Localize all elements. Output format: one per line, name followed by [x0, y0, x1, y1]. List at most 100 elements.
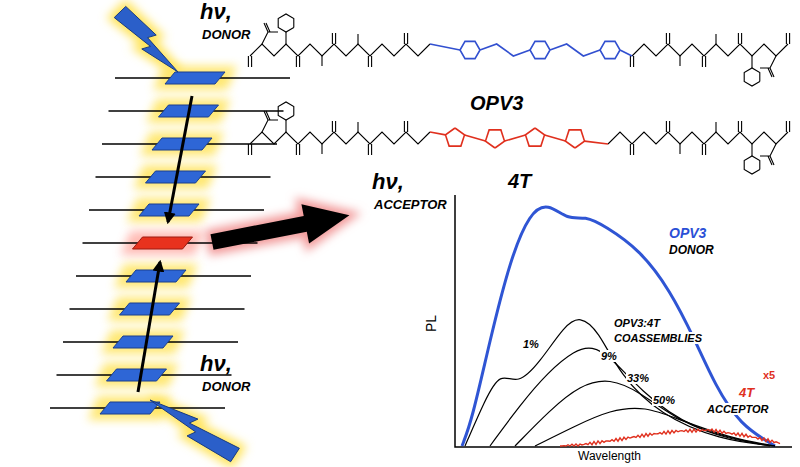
carboxyl-group	[262, 111, 278, 132]
compound-name: OPV3	[470, 92, 523, 114]
carbonyl-bond	[404, 121, 407, 132]
benzyl-bond	[751, 144, 752, 156]
phenyl-ring	[744, 68, 760, 86]
thiophene-ring	[445, 128, 464, 146]
acceptor-tile	[133, 237, 193, 249]
methyl-bond	[679, 56, 680, 66]
donor-tile	[165, 72, 225, 84]
pl-spectra	[462, 207, 780, 446]
compound-name: 4T	[508, 170, 531, 192]
axis-title: PL	[424, 315, 439, 332]
peptide-backbone	[250, 132, 430, 144]
carbonyl-bond	[248, 56, 251, 67]
carbonyl-bond	[630, 144, 633, 155]
donor-tile	[107, 369, 167, 381]
carbonyl-bond	[666, 33, 669, 44]
lightning-bolt	[114, 6, 178, 72]
lightning-bolt	[150, 400, 239, 462]
core-bond	[620, 50, 632, 56]
vinylene-bond	[550, 44, 600, 56]
thiophene-ring	[485, 130, 504, 148]
percent-label: 9%	[600, 350, 618, 362]
stack-illustration	[50, 6, 353, 461]
role-label: ACCEPTOR	[374, 198, 447, 212]
coassembly-spectrum	[465, 320, 775, 446]
benzene-ring	[460, 41, 480, 58]
methyl-bond	[715, 122, 716, 132]
methyl-bond	[357, 34, 358, 44]
carboxyl-group	[760, 56, 776, 77]
carbonyl-bond	[368, 56, 371, 67]
methyl-bond	[357, 122, 358, 132]
coassembly-spectrum	[490, 348, 770, 446]
thiophene-ring	[525, 128, 544, 146]
migration-arrow	[138, 262, 160, 392]
phenyl-ring	[278, 102, 294, 120]
carbonyl-bond	[248, 144, 251, 155]
carbonyl-bond	[786, 121, 789, 132]
core-bond	[465, 135, 486, 141]
phenyl-ring	[278, 14, 294, 32]
benzyl-bond	[285, 32, 286, 44]
phenyl-ring	[744, 156, 760, 174]
percent-label: 50%	[652, 394, 676, 406]
migration-arrow	[168, 96, 192, 222]
carbonyl-bond	[738, 121, 741, 132]
core-bond	[505, 135, 526, 141]
donor-tile	[113, 336, 173, 348]
core-bond	[430, 44, 460, 50]
series-label: ACCEPTOR	[706, 403, 770, 415]
carboxyl-group	[760, 144, 776, 165]
role-label: DONOR	[202, 28, 250, 42]
donor-spectrum	[462, 207, 775, 446]
vinylene-bond	[480, 44, 530, 56]
methyl-bond	[321, 144, 322, 154]
carbonyl-bond	[666, 121, 669, 132]
carbonyl-bond	[702, 56, 705, 67]
acceptor-spectrum	[560, 429, 780, 446]
chart-axes	[455, 195, 792, 447]
carbonyl-bond	[368, 144, 371, 155]
series-label: 4T	[738, 386, 755, 400]
bolt-glow	[150, 400, 239, 462]
percent-label: 33%	[626, 372, 650, 384]
axis-title: Wavelength	[578, 450, 641, 463]
peptide-backbone	[608, 132, 788, 144]
donor-tile	[120, 303, 180, 315]
benzyl-bond	[285, 120, 286, 132]
carbonyl-bond	[332, 121, 335, 132]
carbonyl-bond	[630, 56, 633, 67]
arrow-glow	[208, 196, 353, 262]
methyl-bond	[715, 34, 716, 44]
series-label: DONOR	[668, 244, 715, 257]
methyl-bond	[321, 56, 322, 66]
thiophene-ring	[565, 130, 584, 148]
benzene-ring	[600, 41, 620, 58]
carbonyl-bond	[296, 144, 299, 155]
carbonyl-bond	[404, 33, 407, 44]
carbonyl-bond	[702, 144, 705, 155]
photon-symbol: hν,	[372, 170, 404, 194]
benzene-ring	[530, 41, 550, 58]
bolt-glow	[114, 6, 178, 72]
benzyl-bond	[751, 56, 752, 68]
peptide-backbone	[250, 44, 430, 56]
scale-factor: x5	[762, 369, 776, 381]
carbonyl-bond	[786, 33, 789, 44]
carbonyl-bond	[296, 56, 299, 67]
opv-core	[430, 41, 632, 58]
methyl-bond	[679, 144, 680, 154]
peptide-backbone	[632, 44, 788, 56]
series-label: OPV3	[668, 226, 707, 241]
quaterthiophene-core	[430, 128, 608, 148]
series-label: COASSEMBLIES	[613, 332, 703, 344]
percent-label: 1%	[522, 338, 540, 350]
photon-symbol: hν,	[200, 0, 232, 24]
series-label: OPV3:4T	[613, 317, 661, 329]
core-bond	[585, 141, 608, 144]
role-label: DONOR	[202, 380, 250, 394]
core-bond	[545, 135, 566, 141]
carboxyl-group	[262, 23, 278, 44]
molecule-structures	[248, 14, 789, 174]
